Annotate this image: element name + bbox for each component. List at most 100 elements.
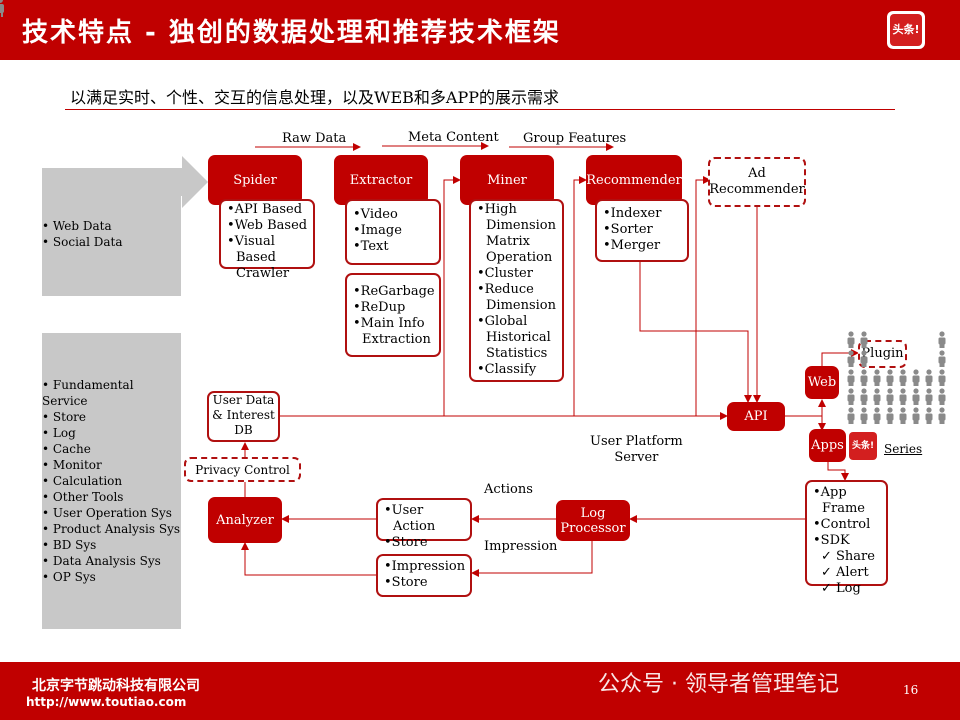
list-item: Reduce Dimension — [476, 282, 557, 314]
subtitle-divider — [65, 109, 895, 110]
miner-details: High Dimension Matrix Operation Cluster … — [469, 199, 564, 382]
list-item: ReGarbage — [352, 284, 435, 300]
data-source-panel: Web Data Social Data — [42, 168, 181, 296]
person-icon — [886, 407, 894, 424]
person-icon — [912, 407, 920, 424]
person-icon — [860, 369, 868, 386]
list-item: Classify — [476, 362, 557, 378]
app-frame-details: App Frame Control SDK Share Alert Log — [805, 480, 888, 596]
person-icon — [912, 369, 920, 386]
company-url[interactable]: http://www.toutiao.com — [26, 695, 187, 709]
company-name: 北京字节跳动科技有限公司 — [32, 678, 200, 694]
users-crowd — [846, 330, 952, 430]
person-icon — [873, 369, 881, 386]
person-icon — [938, 369, 946, 386]
person-icon — [860, 388, 868, 405]
meta-content-label: Meta Content — [408, 130, 499, 145]
user-platform-server-label: User Platform Server — [590, 434, 683, 465]
web-to-plugin-line — [821, 349, 859, 368]
log-to-impression-line — [471, 541, 593, 577]
list-item: SDK — [812, 533, 881, 549]
users-icon-grid — [0, 0, 4, 17]
miner-node: Miner — [460, 155, 554, 205]
person-icon — [938, 350, 946, 367]
title-bar — [0, 0, 960, 60]
person-icon — [925, 407, 933, 424]
toutiao-app-icon-text: 头条! — [851, 441, 875, 451]
ad-recommender-node: Ad Recommender — [708, 157, 806, 207]
list-item: Data Analysis Sys — [42, 553, 181, 569]
list-item: Cache — [42, 441, 181, 457]
apps-node: Apps — [809, 429, 846, 462]
group-features-label: Group Features — [523, 131, 627, 146]
list-item: Log — [42, 425, 181, 441]
person-icon — [847, 350, 855, 367]
list-item: App Frame — [812, 485, 881, 517]
impression-to-analyzer-line — [241, 542, 376, 576]
list-item: Alert — [812, 565, 881, 581]
list-item: User Action — [383, 503, 465, 535]
user-data-db-node: User Data & Interest DB — [207, 391, 280, 442]
list-item: Merger — [602, 238, 682, 254]
list-item: Monitor — [42, 457, 181, 473]
apps-to-sdk-line — [827, 462, 849, 481]
list-item: Image — [352, 223, 434, 239]
data-source-list: Web Data Social Data — [42, 218, 123, 250]
extractor-extra-details: ReGarbage ReDup Main Info Extraction — [345, 273, 441, 357]
list-item: ReDup — [352, 300, 434, 316]
list-item: Video — [352, 207, 434, 223]
person-icon — [860, 407, 868, 424]
list-item: Share — [812, 549, 881, 565]
list-item: API Based — [226, 202, 308, 218]
person-icon — [899, 369, 907, 386]
raw-data-label: Raw Data — [282, 131, 347, 146]
api-node: API — [727, 402, 785, 431]
page-title: 技术特点 - 独创的数据处理和推荐技术框架 — [22, 18, 561, 48]
list-item: Fundamental Service — [42, 377, 181, 409]
list-item: Store — [383, 535, 465, 551]
services-list: Fundamental Service Store Log Cache Moni… — [42, 377, 181, 585]
person-icon — [886, 369, 894, 386]
person-icon — [847, 369, 855, 386]
list-item: Social Data — [42, 234, 123, 250]
list-item: OP Sys — [42, 569, 181, 585]
list-item: BD Sys — [42, 537, 181, 553]
list-item: Store — [383, 575, 465, 591]
person-icon — [912, 388, 920, 405]
list-item: Sorter — [602, 222, 682, 238]
list-item: Text — [352, 239, 434, 255]
person-icon — [925, 369, 933, 386]
person-icon — [938, 407, 946, 424]
log-processor-node: Log Processor — [556, 500, 630, 541]
person-icon — [938, 388, 946, 405]
extractor-node: Extractor — [334, 155, 428, 205]
list-item: Indexer — [602, 206, 682, 222]
list-item: Control — [812, 517, 881, 533]
page-number: 16 — [903, 683, 919, 697]
user-action-store: User Action Store — [376, 498, 472, 550]
person-icon — [938, 331, 946, 348]
series-label: Series — [884, 442, 923, 456]
toutiao-app-icon: 头条! — [849, 432, 877, 460]
list-item: Web Based — [226, 218, 308, 234]
person-icon — [860, 331, 868, 348]
actions-label: Actions — [484, 482, 533, 497]
db-to-miner-line — [279, 176, 461, 417]
person-icon — [886, 388, 894, 405]
person-icon — [873, 388, 881, 405]
person-icon — [899, 388, 907, 405]
list-item: Web Data — [42, 218, 122, 234]
person-icon — [847, 331, 855, 348]
list-item: Product Analysis Sys — [42, 521, 181, 537]
list-item: High Dimension Matrix Operation — [476, 202, 557, 266]
toutiao-logo: 头条! — [887, 11, 925, 49]
impression-label: Impression — [484, 539, 558, 554]
subtitle: 以满足实时、个性、交互的信息处理，以及WEB和多APP的展示需求 — [70, 88, 559, 107]
person-icon — [847, 407, 855, 424]
toutiao-logo-text: 头条! — [890, 14, 922, 46]
spider-details: API Based Web Based Visual Based Crawler — [219, 199, 315, 281]
impression-store: Impression Store — [376, 554, 472, 597]
services-panel: Fundamental Service Store Log Cache Moni… — [42, 333, 181, 629]
db-to-recommender-line — [444, 176, 587, 417]
person-icon — [899, 407, 907, 424]
